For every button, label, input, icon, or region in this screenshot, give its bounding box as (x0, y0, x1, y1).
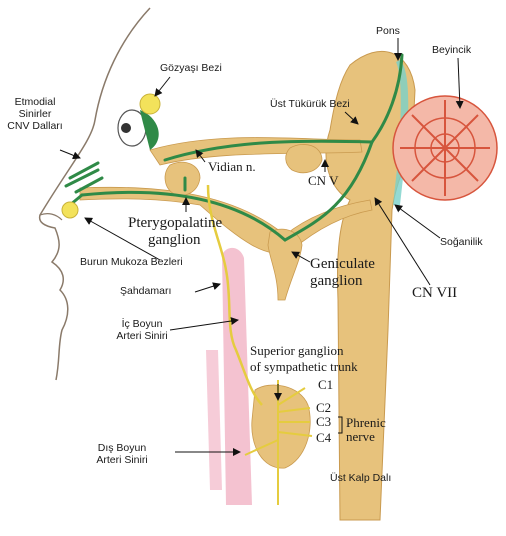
label-geniculate: Geniculate ganglion (310, 256, 375, 291)
nostril-outline (39, 213, 63, 221)
label-c2: C2 (316, 400, 332, 415)
geniculate-line-2: ganglion (310, 273, 363, 290)
pointer-arrows (59, 38, 464, 456)
pupil (121, 123, 131, 133)
label-superior-ganglion: Superior ganglion of sympathetic trunk (250, 343, 358, 374)
green-nerves (64, 53, 404, 242)
label-cn-v: CN V (308, 173, 339, 188)
cerebellum (392, 95, 498, 201)
geniculate-body (267, 228, 303, 301)
label-gozyasi-bezi: Gözyaşı Bezi (160, 62, 222, 74)
sympathetic-ganglion-body (251, 384, 311, 469)
superior-ganglion-line-1: Superior ganglion (250, 343, 344, 358)
label-c3: C3 (316, 414, 332, 429)
label-ust-kalp-dali: Üst Kalp Dalı (330, 472, 392, 484)
geniculate-line-1: Geniculate (310, 256, 375, 272)
label-ic-boyun: İç Boyun Arteri Siniri (102, 318, 182, 342)
label-phrenic: Phrenic nerve (346, 415, 386, 445)
pterygopalatine-body (164, 161, 201, 196)
superior-ganglion-line-2: of sympathetic trunk (250, 358, 358, 374)
label-pterygopalatine: Pterygopalatine ganglion (128, 215, 222, 250)
lacrimal-gland (139, 93, 161, 115)
label-c1: C1 (318, 377, 334, 392)
vidian-nerve-yellow (206, 184, 263, 406)
face-profile-outline (38, 7, 151, 381)
lower-nerve-band (79, 186, 373, 254)
phrenic-line-2: nerve (346, 429, 375, 445)
petrosal-nerve-band (149, 137, 363, 166)
ic-boyun-line-2: Arteri Siniri (116, 330, 168, 343)
etmodial-line-1: Etmodial (14, 96, 56, 108)
eye-muscle (140, 110, 159, 150)
brainstem (325, 50, 416, 521)
label-c4: C4 (316, 430, 332, 445)
label-sahdamari: Şahdamarı (120, 285, 172, 297)
upper-ganglion (285, 144, 323, 174)
label-ust-tukuruk-bezi: Üst Tükürük Bezi (270, 98, 350, 110)
pterygopalatine-line-2: ganglion (148, 232, 201, 249)
dis-boyun-line-2: Arteri Siniri (96, 454, 148, 467)
dis-boyun-line-1: Dış Boyun (97, 442, 147, 454)
sympathetic-trunk (244, 380, 313, 505)
label-burun-mukoza: Burun Mukoza Bezleri (80, 256, 183, 268)
carotid-artery (222, 247, 252, 506)
label-beyincik: Beyincik (432, 44, 472, 56)
phrenic-line-1: Phrenic (346, 415, 386, 430)
ic-boyun-line-1: İç Boyun (121, 318, 163, 330)
etmodial-line-2: Sinirler (18, 108, 52, 121)
label-soganilik: Soğanilik (440, 236, 483, 248)
label-etmodial: Etmodial Sinirler CNV Dalları (4, 96, 66, 132)
pterygopalatine-line-1: Pterygopalatine (128, 215, 223, 231)
label-pons: Pons (376, 25, 400, 37)
label-dis-boyun: Dış Boyun Arteri Siniri (82, 442, 162, 466)
label-vidian: Vidian n. (208, 159, 256, 174)
nasal-mucosa-glands (61, 201, 79, 219)
etmodial-line-3: CNV Dalları (7, 120, 63, 133)
external-carotid-artery (206, 350, 222, 490)
label-cn-vii: CN VII (412, 285, 458, 301)
